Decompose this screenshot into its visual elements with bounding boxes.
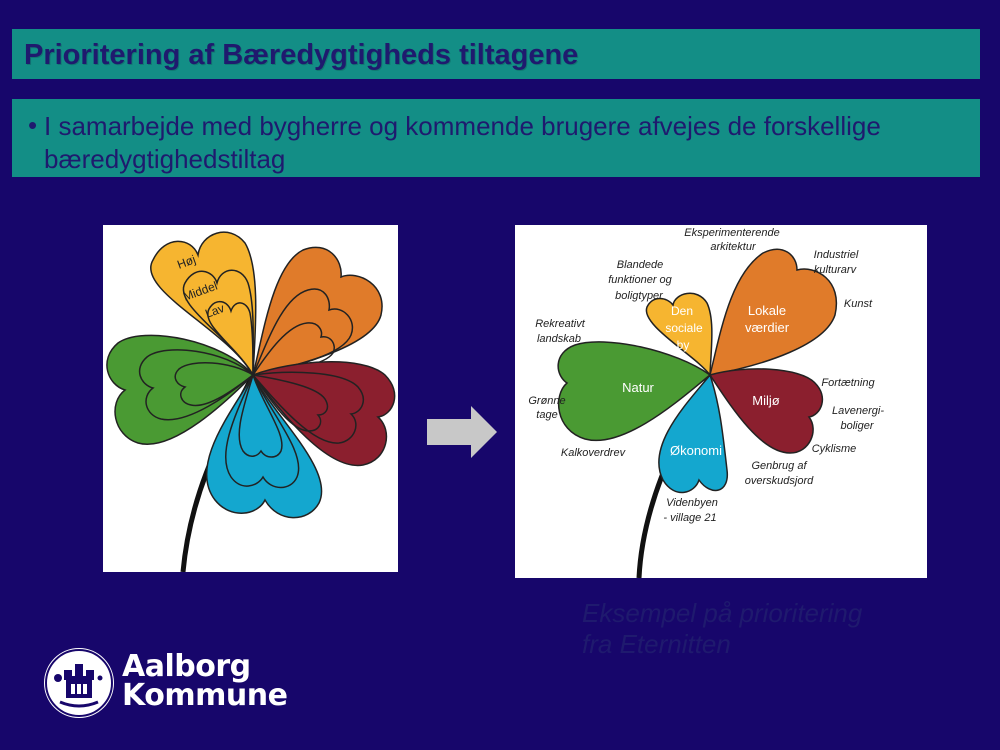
petal-environment [708,368,824,454]
city-seal-icon [44,648,114,718]
petal-blue [205,372,323,519]
petal-label-nature: Natur [622,380,654,395]
annotation-cyklisme: Cyklisme [812,443,857,455]
right-arrow-icon [427,406,497,458]
annotation-genbrug-1: Genbrug af [751,460,807,472]
right-flower-image: Den sociale by Lokale værdier Natur Milj… [528,227,884,578]
annotation-blandede-1: Blandede [617,259,664,271]
logo-line-2: Kommune [122,678,288,713]
aalborg-kommune-logo: Aalborg Kommune [44,648,288,720]
petal-label-economy: Økonomi [670,443,722,458]
annotation-blandede-2: funktioner og [608,274,672,286]
logo-wordmark: Aalborg Kommune [122,649,288,713]
annotation-groenne-2: tage [536,409,557,421]
petal-label-environment: Miljø [752,393,779,408]
annotation-rekreativt-2: landskab [537,333,581,345]
annotation-genbrug-2: overskudsjord [745,475,814,487]
annotation-lavenergi-2: boliger [840,420,874,432]
petal-yellow [150,231,257,378]
annotation-eksperimenterende-2: arkitektur [710,241,757,253]
bullet-text: I samarbejde med bygherre og kommende br… [44,111,881,174]
annotation-kunst: Kunst [844,298,873,310]
petal-label-social-2: sociale [665,321,703,335]
bullet-symbol: • [28,110,38,140]
level-low-label: Lav [203,301,226,321]
annotation-videnbyen-2: - village 21 [663,512,716,524]
petal-economy [658,373,728,494]
slide-title: Prioritering af Bæredygtigheds tiltagene [24,39,579,71]
petal-nature [557,341,712,442]
right-flower-panel: Den sociale by Lokale værdier Natur Milj… [515,225,927,578]
petal-label-local-1: Lokale [748,303,786,318]
petal-social [645,292,713,378]
title-bar: Prioritering af Bæredygtigheds tiltagene [12,29,980,79]
annotation-fortaetning: Fortætning [821,377,875,389]
petal-red [251,361,396,467]
level-high-label: Høj [175,252,197,272]
petal-label-social-3: by [677,338,690,352]
annotation-rekreativt-1: Rekreativt [535,318,585,330]
annotation-eksperimenterende-1: Eksperimenterende [684,227,779,239]
annotation-groenne-1: Grønne [528,395,565,407]
caption-line-1: Eksempel på prioritering [582,598,863,628]
annotation-industriel-2: kulturarv [814,264,858,276]
petal-green [106,334,255,445]
caption-line-2: fra Eternitten [582,629,731,659]
annotation-industriel-1: Industriel [814,249,859,261]
figure-caption: Eksempel på prioritering fra Eternitten [582,598,922,660]
petal-local [708,248,838,376]
annotation-videnbyen-1: Videnbyen [666,497,718,509]
bullet-bar: • I samarbejde med bygherre og kommende … [12,99,980,177]
annotation-blandede-3: boligtyper [615,290,664,302]
logo-line-1: Aalborg [122,649,251,684]
left-flower-panel: Høj Middel Lav [103,225,398,572]
petal-label-local-2: værdier [745,320,790,335]
petal-label-social-1: Den [671,304,693,318]
annotation-lavenergi-1: Lavenergi- [832,405,884,417]
petal-orange [251,246,383,377]
left-flower-image: Høj Middel Lav [106,231,396,572]
annotation-kalkoverdrev: Kalkoverdrev [561,447,627,459]
